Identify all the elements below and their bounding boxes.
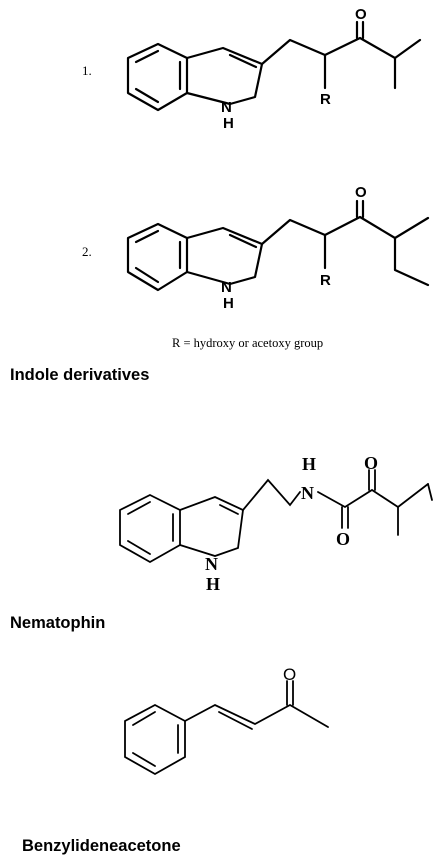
compound-1-benzene-ring	[126, 42, 189, 112]
compound-1-nitrogen-label: N	[221, 99, 232, 116]
compound-2-hydrogen-label: H	[223, 295, 234, 312]
compound-2-side-chain	[260, 215, 430, 246]
nematophin-benzene-ring	[119, 493, 181, 564]
nematophin-ring-hydrogen-label: H	[206, 574, 220, 594]
heading-benzylideneacetone: Benzylideneacetone	[22, 837, 181, 855]
nematophin-pyrrole-double-bond	[219, 504, 239, 515]
benzylideneacetone-oxygen-label: O	[283, 665, 296, 684]
compound-2-benzene-double-bond	[134, 229, 160, 244]
compound-1-benzene-double-bond	[134, 49, 160, 64]
compound-2-r-label: R	[320, 272, 331, 289]
compound-1-hydrogen-label: H	[223, 115, 234, 132]
compound-2-ethyl-bond	[393, 236, 430, 287]
nematophin-amide-oxygen-label: O	[336, 529, 350, 549]
compound-2-pyrrole-double-bond	[228, 233, 258, 249]
compound-1-side-chain	[260, 36, 422, 66]
compound-1-benzene-double-bond	[134, 87, 160, 104]
benzylideneacetone-chain	[184, 703, 329, 728]
compound-2-number: 2.	[82, 244, 92, 259]
compound-2-structure: 2. N H O R	[82, 184, 430, 312]
nematophin-benzene-double-bond	[127, 540, 151, 555]
compound-2-oxygen-label: O	[355, 184, 367, 201]
compound-2-pyrrole-ring	[185, 226, 264, 286]
nematophin-structure: N H N H O O	[119, 453, 433, 594]
nematophin-ring-nitrogen-label: N	[205, 554, 218, 574]
nematophin-amide-hydrogen-label: H	[302, 454, 316, 474]
benzylideneacetone-benzene-double-bond	[132, 711, 156, 726]
nematophin-amide-nitrogen-label: N	[301, 483, 314, 503]
heading-nematophin: Nematophin	[10, 614, 106, 632]
nematophin-ethyl-end	[427, 483, 433, 501]
benzylideneacetone-structure: O	[124, 665, 329, 776]
nematophin-ketone-oxygen-label: O	[364, 453, 378, 473]
r-group-note: R = hydroxy or acetoxy group	[172, 336, 323, 350]
benzylideneacetone-alkene-double-bond	[218, 711, 253, 730]
heading-indole-derivatives: Indole derivatives	[10, 366, 150, 384]
nematophin-pyrrole-ring	[179, 496, 244, 557]
compound-2-benzene-ring	[126, 222, 189, 292]
benzylideneacetone-benzene-double-bond	[132, 752, 156, 767]
compound-1-number: 1.	[82, 63, 92, 78]
compound-1-structure: 1. N H O R	[82, 6, 422, 132]
nematophin-benzene-double-bond	[127, 501, 151, 515]
nematophin-amide-chain	[317, 483, 429, 509]
compound-1-r-label: R	[320, 91, 331, 108]
nematophin-ethyl-linker	[242, 478, 301, 511]
compound-1-pyrrole-double-bond	[228, 53, 258, 69]
compound-2-nitrogen-label: N	[221, 279, 232, 296]
compound-1-oxygen-label: O	[355, 6, 367, 23]
compound-1-pyrrole-ring	[185, 46, 264, 106]
benzylideneacetone-benzene-ring	[124, 703, 186, 776]
compound-2-benzene-double-bond	[134, 266, 160, 284]
